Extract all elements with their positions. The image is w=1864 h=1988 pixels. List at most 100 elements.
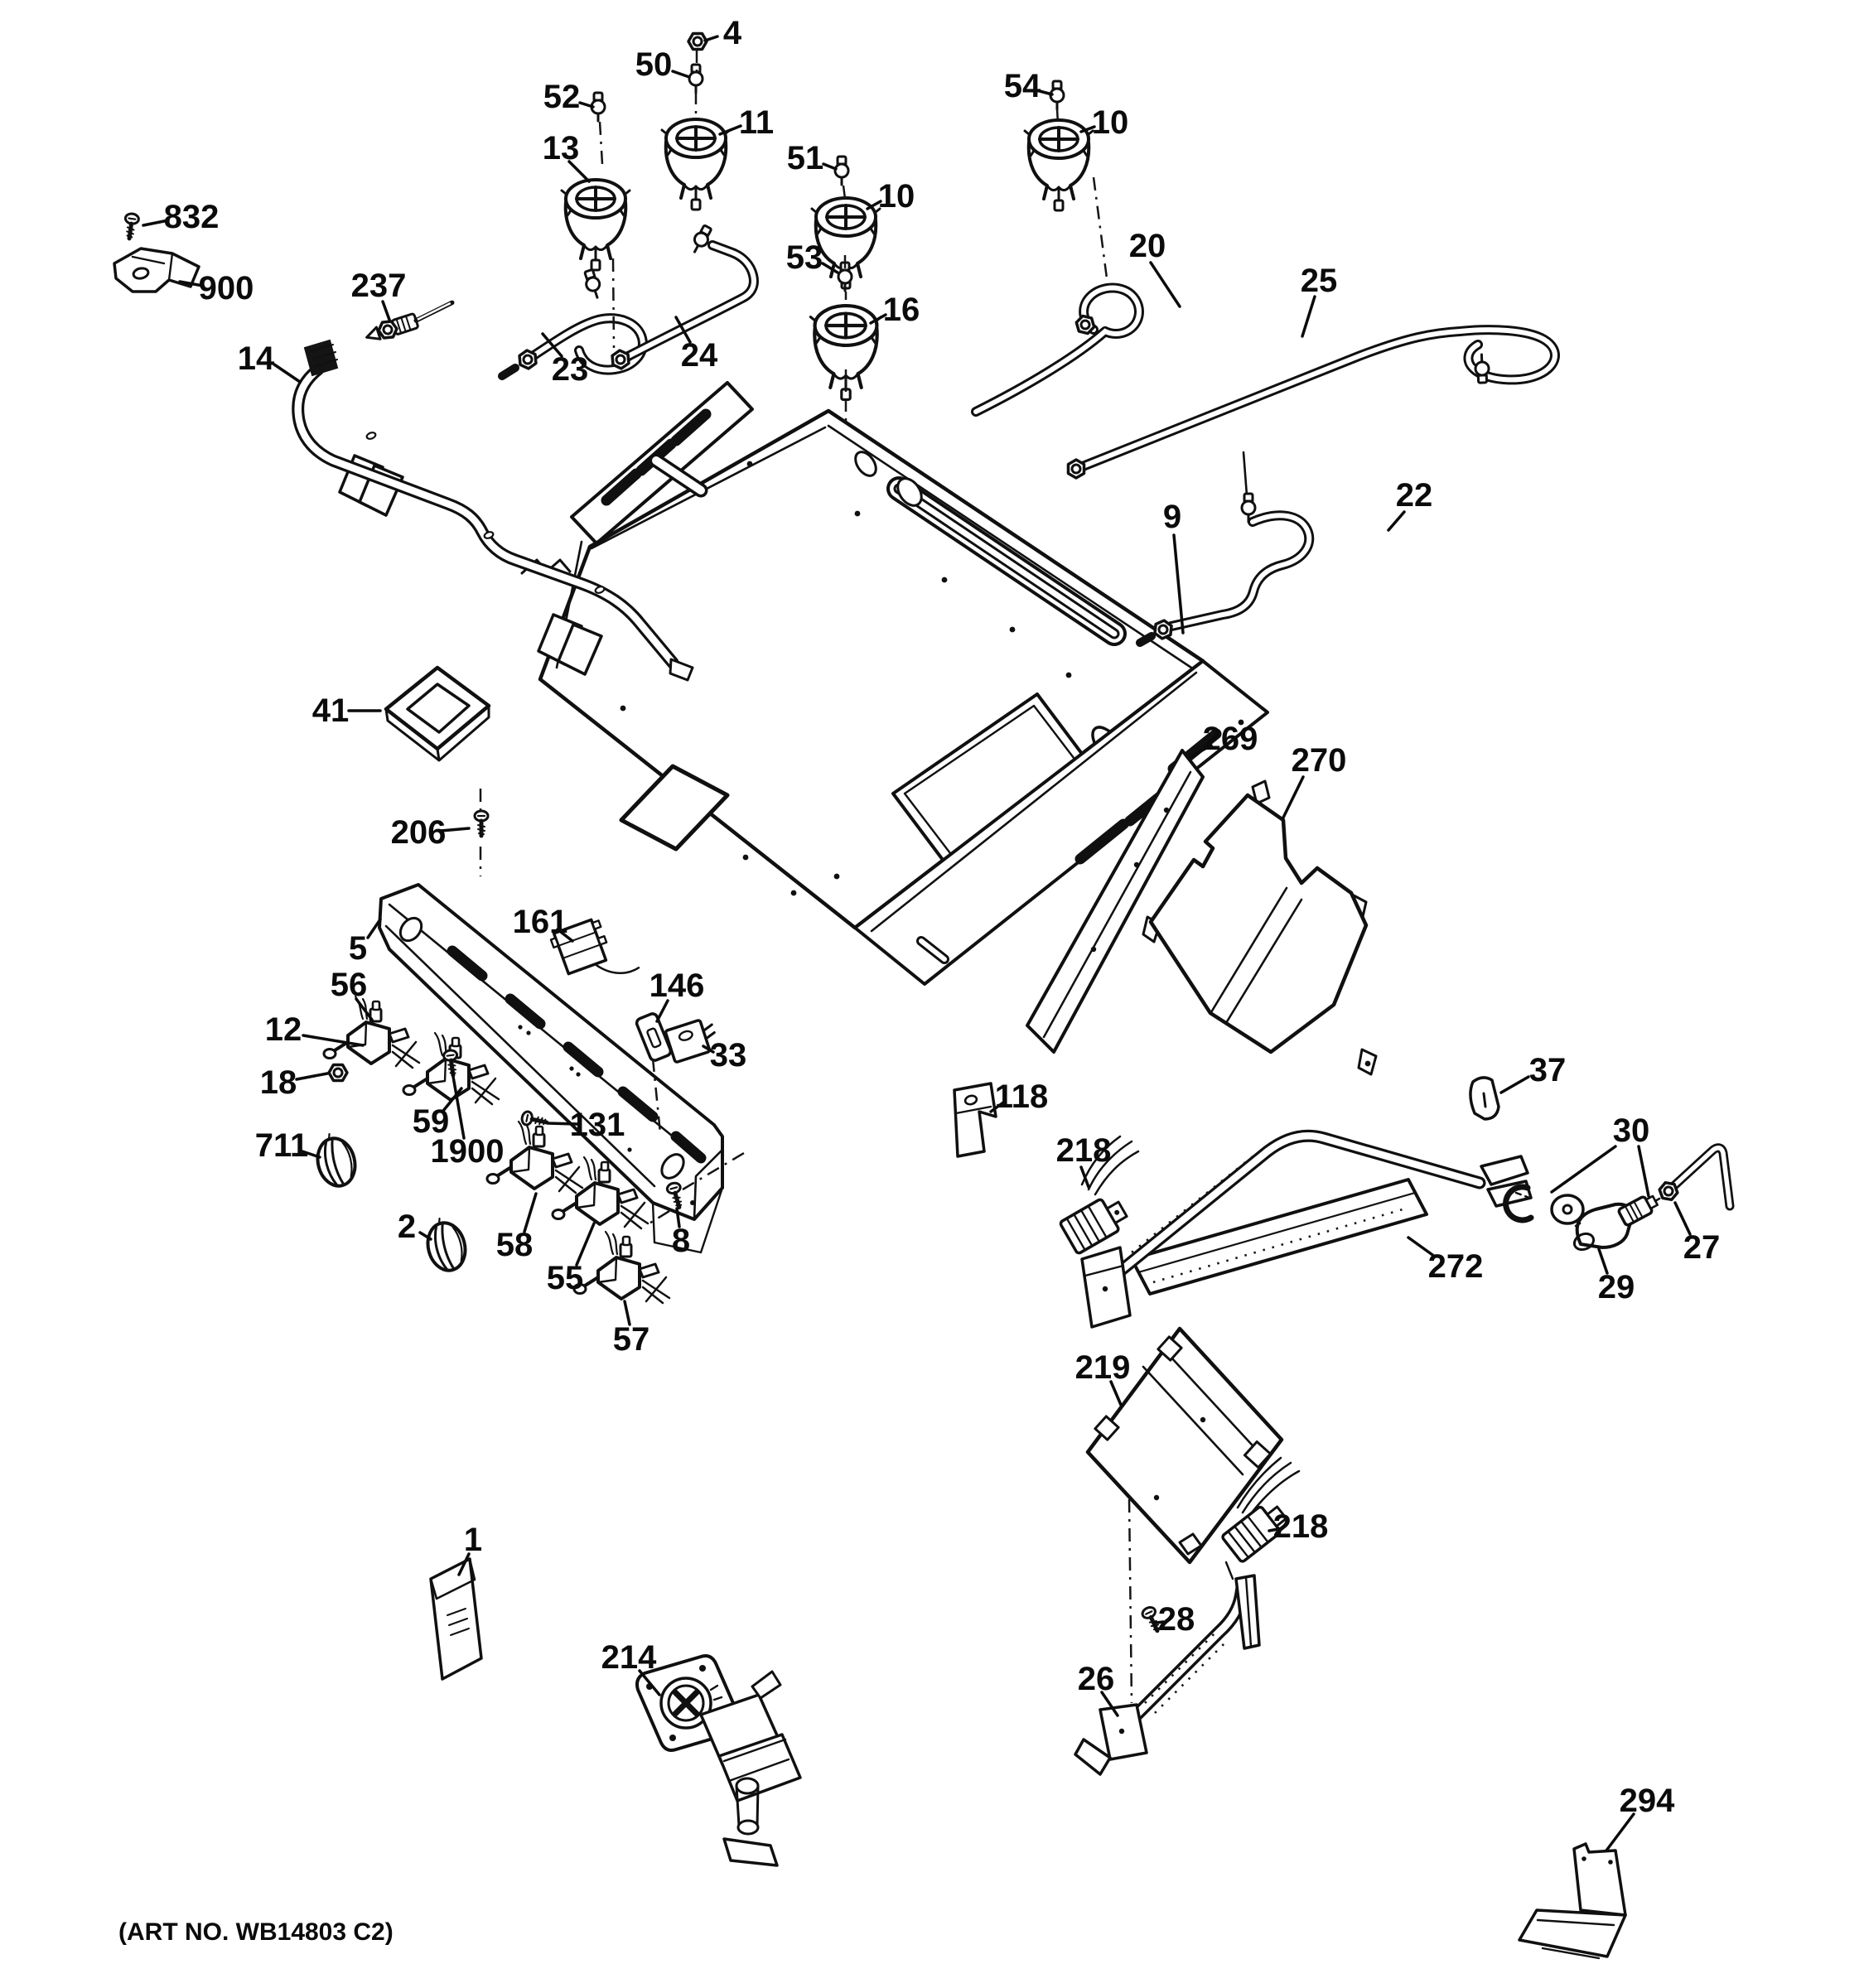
leader-line-11 — [718, 124, 742, 136]
part-label-219: 219 — [1075, 1349, 1131, 1386]
leader-line-18 — [295, 1072, 329, 1081]
leader-line-1900 — [451, 1070, 466, 1140]
part-label-294: 294 — [1620, 1783, 1675, 1819]
broil-burner-272 — [1080, 1129, 1533, 1329]
part-label-8: 8 — [672, 1223, 690, 1259]
leader-line-37 — [1499, 1075, 1530, 1094]
part-label-27: 27 — [1683, 1229, 1721, 1266]
art-number: (ART NO. WB14803 C2) — [118, 1918, 394, 1946]
burner-box-panel — [520, 381, 1269, 986]
leader-line-26 — [1100, 1691, 1119, 1717]
leader-line-52 — [578, 101, 595, 109]
leader-line-58 — [523, 1192, 538, 1233]
part-label-131: 131 — [570, 1107, 625, 1143]
bracket-118 — [953, 1082, 997, 1158]
leader-line-14 — [273, 363, 302, 384]
leader-line-22 — [1387, 510, 1406, 532]
leader-line-237 — [381, 300, 391, 321]
screw-206 — [475, 811, 488, 836]
igniter-connector-218-lower — [1221, 1456, 1301, 1563]
leader-line-118 — [989, 1101, 1005, 1113]
part-label-25: 25 — [1301, 263, 1338, 299]
manifold-pipe-14 — [292, 339, 694, 682]
instructions-envelope-1 — [429, 1557, 483, 1681]
leader-line-56 — [355, 997, 374, 1021]
leader-line-16 — [869, 313, 887, 325]
leader-line-10 — [1079, 125, 1096, 133]
part-label-53: 53 — [786, 239, 823, 276]
leader-line-219 — [1109, 1380, 1123, 1407]
bracket-900 — [113, 247, 200, 293]
igniter-connector-218-upper — [1059, 1135, 1140, 1255]
leader-line-29 — [1597, 1247, 1609, 1275]
grommet-41 — [384, 665, 491, 762]
leader-line-218 — [1268, 1527, 1284, 1532]
shield-panel-270 — [1142, 779, 1378, 1076]
part-label-5: 5 — [349, 930, 367, 967]
leader-line-206 — [439, 827, 471, 832]
clip-37 — [1469, 1076, 1500, 1121]
part-label-214: 214 — [601, 1639, 657, 1676]
leader-line-13 — [567, 160, 591, 183]
part-label-10: 10 — [1092, 104, 1129, 141]
leader-line-161 — [556, 928, 574, 943]
leader-line-24 — [674, 316, 692, 344]
bracket-294 — [1518, 1842, 1627, 1960]
part-label-711: 711 — [255, 1127, 309, 1164]
bracket-269 — [1026, 749, 1205, 1054]
leader-line-9 — [1172, 533, 1185, 635]
leader-line-146 — [655, 999, 669, 1023]
leader-line-8 — [675, 1207, 681, 1228]
part-label-11: 11 — [739, 104, 774, 141]
leader-line-214 — [638, 1669, 661, 1696]
part-label-20: 20 — [1129, 228, 1166, 264]
part-label-59: 59 — [413, 1103, 450, 1140]
leader-line-50 — [671, 70, 691, 79]
leader-line-57 — [623, 1300, 631, 1326]
leader-line-55 — [575, 1222, 596, 1267]
part-label-55: 55 — [547, 1260, 584, 1296]
burner-tubes — [498, 222, 1560, 647]
part-label-22: 22 — [1396, 477, 1433, 514]
part-label-270: 270 — [1292, 742, 1347, 779]
part-label-10: 10 — [878, 178, 915, 215]
part-label-18: 18 — [260, 1064, 297, 1101]
leader-line-25 — [1301, 295, 1316, 338]
part-label-24: 24 — [681, 337, 718, 374]
orifice-fitting-237 — [365, 300, 455, 340]
leader-line-59 — [442, 1087, 463, 1112]
leader-line-28 — [1155, 1620, 1165, 1624]
leader-line-4 — [703, 35, 719, 42]
leader-line-711 — [301, 1150, 321, 1159]
leader-line-269 — [1190, 744, 1213, 758]
leader-line-53 — [821, 262, 839, 274]
leader-line-30 — [1637, 1145, 1650, 1198]
bake-burner-26 — [1074, 1498, 1261, 1776]
part-label-57: 57 — [613, 1321, 650, 1358]
part-label-272: 272 — [1428, 1248, 1484, 1285]
part-label-161: 161 — [513, 904, 568, 940]
leader-line-900 — [178, 280, 205, 287]
leader-line-27 — [1673, 1201, 1692, 1236]
leader-line-30 — [1550, 1145, 1617, 1194]
leader-line-294 — [1605, 1812, 1635, 1852]
spark-module-161 — [549, 918, 640, 976]
part-label-12: 12 — [265, 1011, 302, 1048]
leader-line-51 — [822, 162, 838, 171]
leader-line-832 — [142, 219, 170, 227]
part-label-54: 54 — [1004, 68, 1041, 104]
part-label-29: 29 — [1598, 1269, 1635, 1305]
leader-line-12 — [302, 1034, 365, 1047]
part-label-16: 16 — [883, 292, 920, 328]
alignment-centerlines — [479, 50, 1108, 1226]
leader-line-1 — [457, 1552, 471, 1576]
deflector-219 — [1085, 1326, 1284, 1565]
part-label-58: 58 — [496, 1227, 534, 1263]
leader-line-10 — [866, 200, 882, 210]
part-label-146: 146 — [650, 967, 705, 1004]
leader-line-5 — [366, 918, 382, 939]
leader-line-20 — [1149, 261, 1181, 308]
leader-line-33 — [702, 1045, 715, 1054]
part-label-37: 37 — [1529, 1052, 1567, 1088]
